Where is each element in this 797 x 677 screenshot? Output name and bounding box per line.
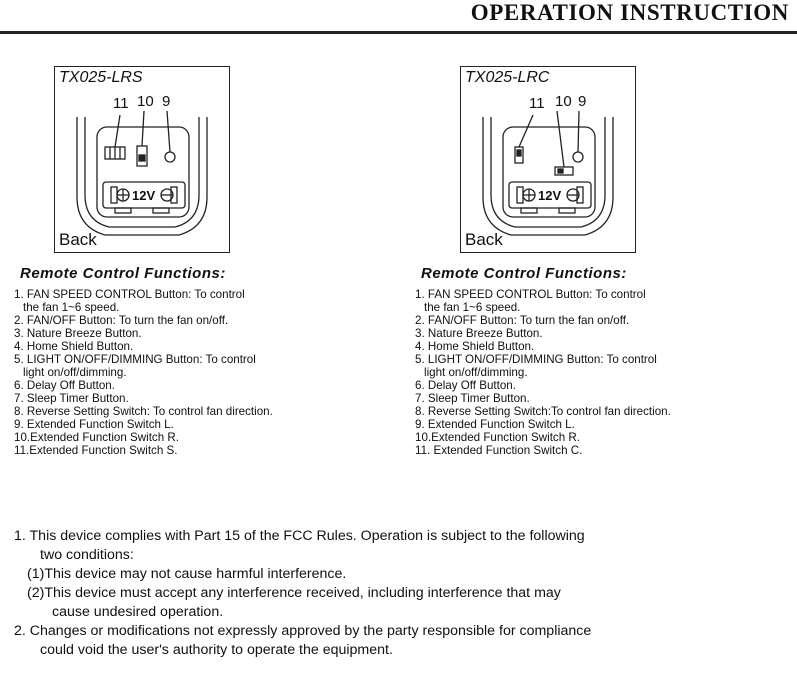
function-item-text: 6. Delay Off Button. (14, 379, 115, 392)
function-item-text: 4. Home Shield Button. (415, 340, 535, 353)
function-item-text: 10.Extended Function Switch R. (415, 431, 580, 444)
function-item: 9. Extended Function Switch L. (14, 418, 354, 431)
callout-9: 9 (578, 93, 587, 110)
fcc-notes: 1. This device complies with Part 15 of … (14, 527, 789, 660)
note-2-cont: could void the user's authority to opera… (40, 642, 393, 658)
header-rule (0, 31, 797, 34)
function-item-text: 9. Extended Function Switch L. (415, 418, 575, 431)
page-title: OPERATION INSTRUCTION (470, 0, 789, 25)
function-item-text: 3. Nature Breeze Button. (415, 327, 543, 340)
callout-9: 9 (162, 93, 171, 110)
function-item: 5. LIGHT ON/OFF/DIMMING Button: To contr… (14, 353, 354, 379)
function-item-cont: the fan 1~6 speed. (23, 301, 120, 314)
battery-label: 12V (538, 188, 562, 203)
remote-back-drawing-lrs (76, 110, 208, 236)
function-item: 8. Reverse Setting Switch: To control fa… (14, 405, 354, 418)
function-item: 2. FAN/OFF Button: To turn the fan on/of… (415, 314, 755, 327)
function-item: 11.Extended Function Switch S. (14, 444, 354, 457)
function-item: 8. Reverse Setting Switch:To control fan… (415, 405, 755, 418)
function-item: 10.Extended Function Switch R. (14, 431, 354, 444)
callout-11: 11 (529, 95, 545, 112)
function-item: 7. Sleep Timer Button. (14, 392, 354, 405)
function-item-text: 10.Extended Function Switch R. (14, 431, 179, 444)
remote-back-diagram-lrc: TX025-LRC 11 10 9 12V Back (460, 66, 636, 253)
function-item: 5. LIGHT ON/OFF/DIMMING Button: To contr… (415, 353, 755, 379)
function-item-text: 2. FAN/OFF Button: To turn the fan on/of… (14, 314, 229, 327)
function-item-text: 4. Home Shield Button. (14, 340, 134, 353)
function-item-cont: the fan 1~6 speed. (424, 301, 521, 314)
function-item-cont: light on/off/dimming. (424, 366, 528, 379)
function-item-text: 7. Sleep Timer Button. (14, 392, 129, 405)
function-item-text: 5. LIGHT ON/OFF/DIMMING Button: To contr… (415, 353, 657, 366)
model-label: TX025-LRS (59, 69, 143, 86)
function-item-text: 8. Reverse Setting Switch: To control fa… (14, 405, 273, 418)
function-item: 2. FAN/OFF Button: To turn the fan on/of… (14, 314, 354, 327)
model-label: TX025-LRC (465, 69, 550, 86)
function-item-text: 11. Extended Function Switch C. (415, 444, 583, 457)
callout-10: 10 (555, 93, 572, 110)
callout-10: 10 (137, 93, 154, 110)
function-item: 7. Sleep Timer Button. (415, 392, 755, 405)
function-item-text: 8. Reverse Setting Switch:To control fan… (415, 405, 671, 418)
condition-2-cont: cause undesired operation. (52, 604, 224, 620)
function-item-text: 2. FAN/OFF Button: To turn the fan on/of… (415, 314, 630, 327)
function-item: 11. Extended Function Switch C. (415, 444, 755, 457)
function-item-text: 3. Nature Breeze Button. (14, 327, 142, 340)
function-item: 4. Home Shield Button. (14, 340, 354, 353)
function-item-text: 5. LIGHT ON/OFF/DIMMING Button: To contr… (14, 353, 256, 366)
function-item: 6. Delay Off Button. (14, 379, 354, 392)
note-2: 2. Changes or modifications not expressl… (14, 623, 592, 639)
function-item: 3. Nature Breeze Button. (415, 327, 755, 340)
function-item: 10.Extended Function Switch R. (415, 431, 755, 444)
function-item-cont: light on/off/dimming. (23, 366, 127, 379)
function-item-text: 11.Extended Function Switch S. (14, 444, 178, 457)
back-label: Back (465, 230, 503, 249)
function-item: 3. Nature Breeze Button. (14, 327, 354, 340)
battery-label: 12V (132, 188, 156, 203)
function-item: 6. Delay Off Button. (415, 379, 755, 392)
note-1-cont: two conditions: (40, 547, 134, 563)
condition-2: (2)This device must accept any interfere… (27, 585, 561, 601)
callout-11: 11 (113, 95, 129, 112)
function-item-text: 6. Delay Off Button. (415, 379, 516, 392)
functions-title: Remote Control Functions: (20, 265, 226, 282)
function-item-text: 1. FAN SPEED CONTROL Button: To control (14, 288, 245, 301)
condition-1: (1)This device may not cause harmful int… (27, 566, 347, 582)
function-item-text: 1. FAN SPEED CONTROL Button: To control (415, 288, 646, 301)
panel-tx025-lrc: TX025-LRC 11 10 9 12V Back Remote Contro… (415, 66, 755, 457)
functions-title: Remote Control Functions: (421, 265, 627, 282)
function-item: 4. Home Shield Button. (415, 340, 755, 353)
function-item: 9. Extended Function Switch L. (415, 418, 755, 431)
back-label: Back (59, 230, 97, 249)
remote-back-drawing-lrc (482, 110, 614, 236)
panel-tx025-lrs: TX025-LRS 11 10 9 12V Back Remote Contro… (14, 66, 354, 457)
function-item-text: 9. Extended Function Switch L. (14, 418, 174, 431)
remote-back-diagram-lrs: TX025-LRS 11 10 9 12V Back (54, 66, 230, 253)
function-item-text: 7. Sleep Timer Button. (415, 392, 530, 405)
note-1: 1. This device complies with Part 15 of … (14, 528, 585, 544)
